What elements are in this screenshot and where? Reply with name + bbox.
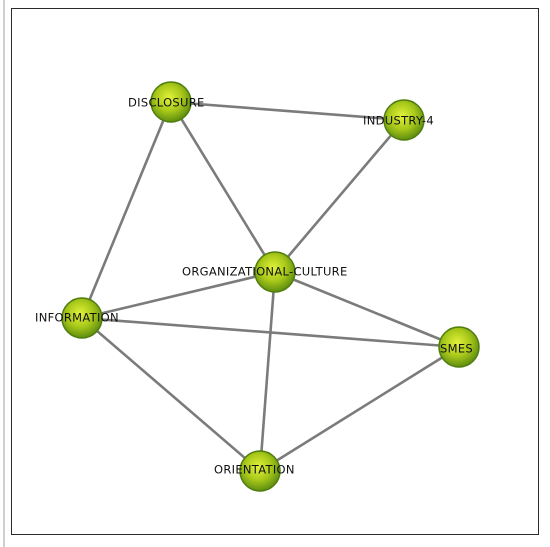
edge-orientation-smes	[258, 345, 461, 473]
node-label-disclosure: DISCLOSURE	[128, 96, 205, 110]
edge-organizational-culture-smes	[273, 270, 461, 349]
node-label-information: INFORMATION	[35, 311, 119, 325]
node-label-orientation: ORIENTATION	[214, 463, 295, 477]
node-organizational-culture[interactable]	[254, 251, 296, 293]
node-label-industry-4: INDUSTRY-4	[363, 114, 434, 128]
nodes-layer	[61, 81, 480, 492]
left-divider	[3, 0, 5, 547]
node-label-organizational-culture: ORGANIZATIONAL-CULTURE	[182, 265, 348, 279]
edges-layer	[80, 100, 461, 473]
node-label-smes: SMES	[440, 342, 473, 356]
node-smes[interactable]	[438, 326, 480, 368]
node-orientation[interactable]	[239, 450, 281, 492]
node-disclosure[interactable]	[150, 81, 192, 123]
node-information[interactable]	[61, 297, 103, 339]
node-industry-4[interactable]	[383, 99, 425, 141]
edge-organizational-culture-orientation	[258, 270, 277, 473]
edge-organizational-culture-information	[80, 270, 277, 320]
edge-disclosure-organizational-culture	[169, 100, 277, 274]
edge-disclosure-industry-4	[169, 100, 406, 122]
edge-information-orientation	[80, 316, 262, 473]
labels-layer: DISCLOSURE INDUSTRY-4ORGANIZATIONAL-CULTU…	[35, 96, 473, 477]
edge-industry-4-organizational-culture	[273, 118, 406, 274]
edge-disclosure-information	[80, 100, 173, 320]
edge-information-smes	[80, 316, 461, 349]
